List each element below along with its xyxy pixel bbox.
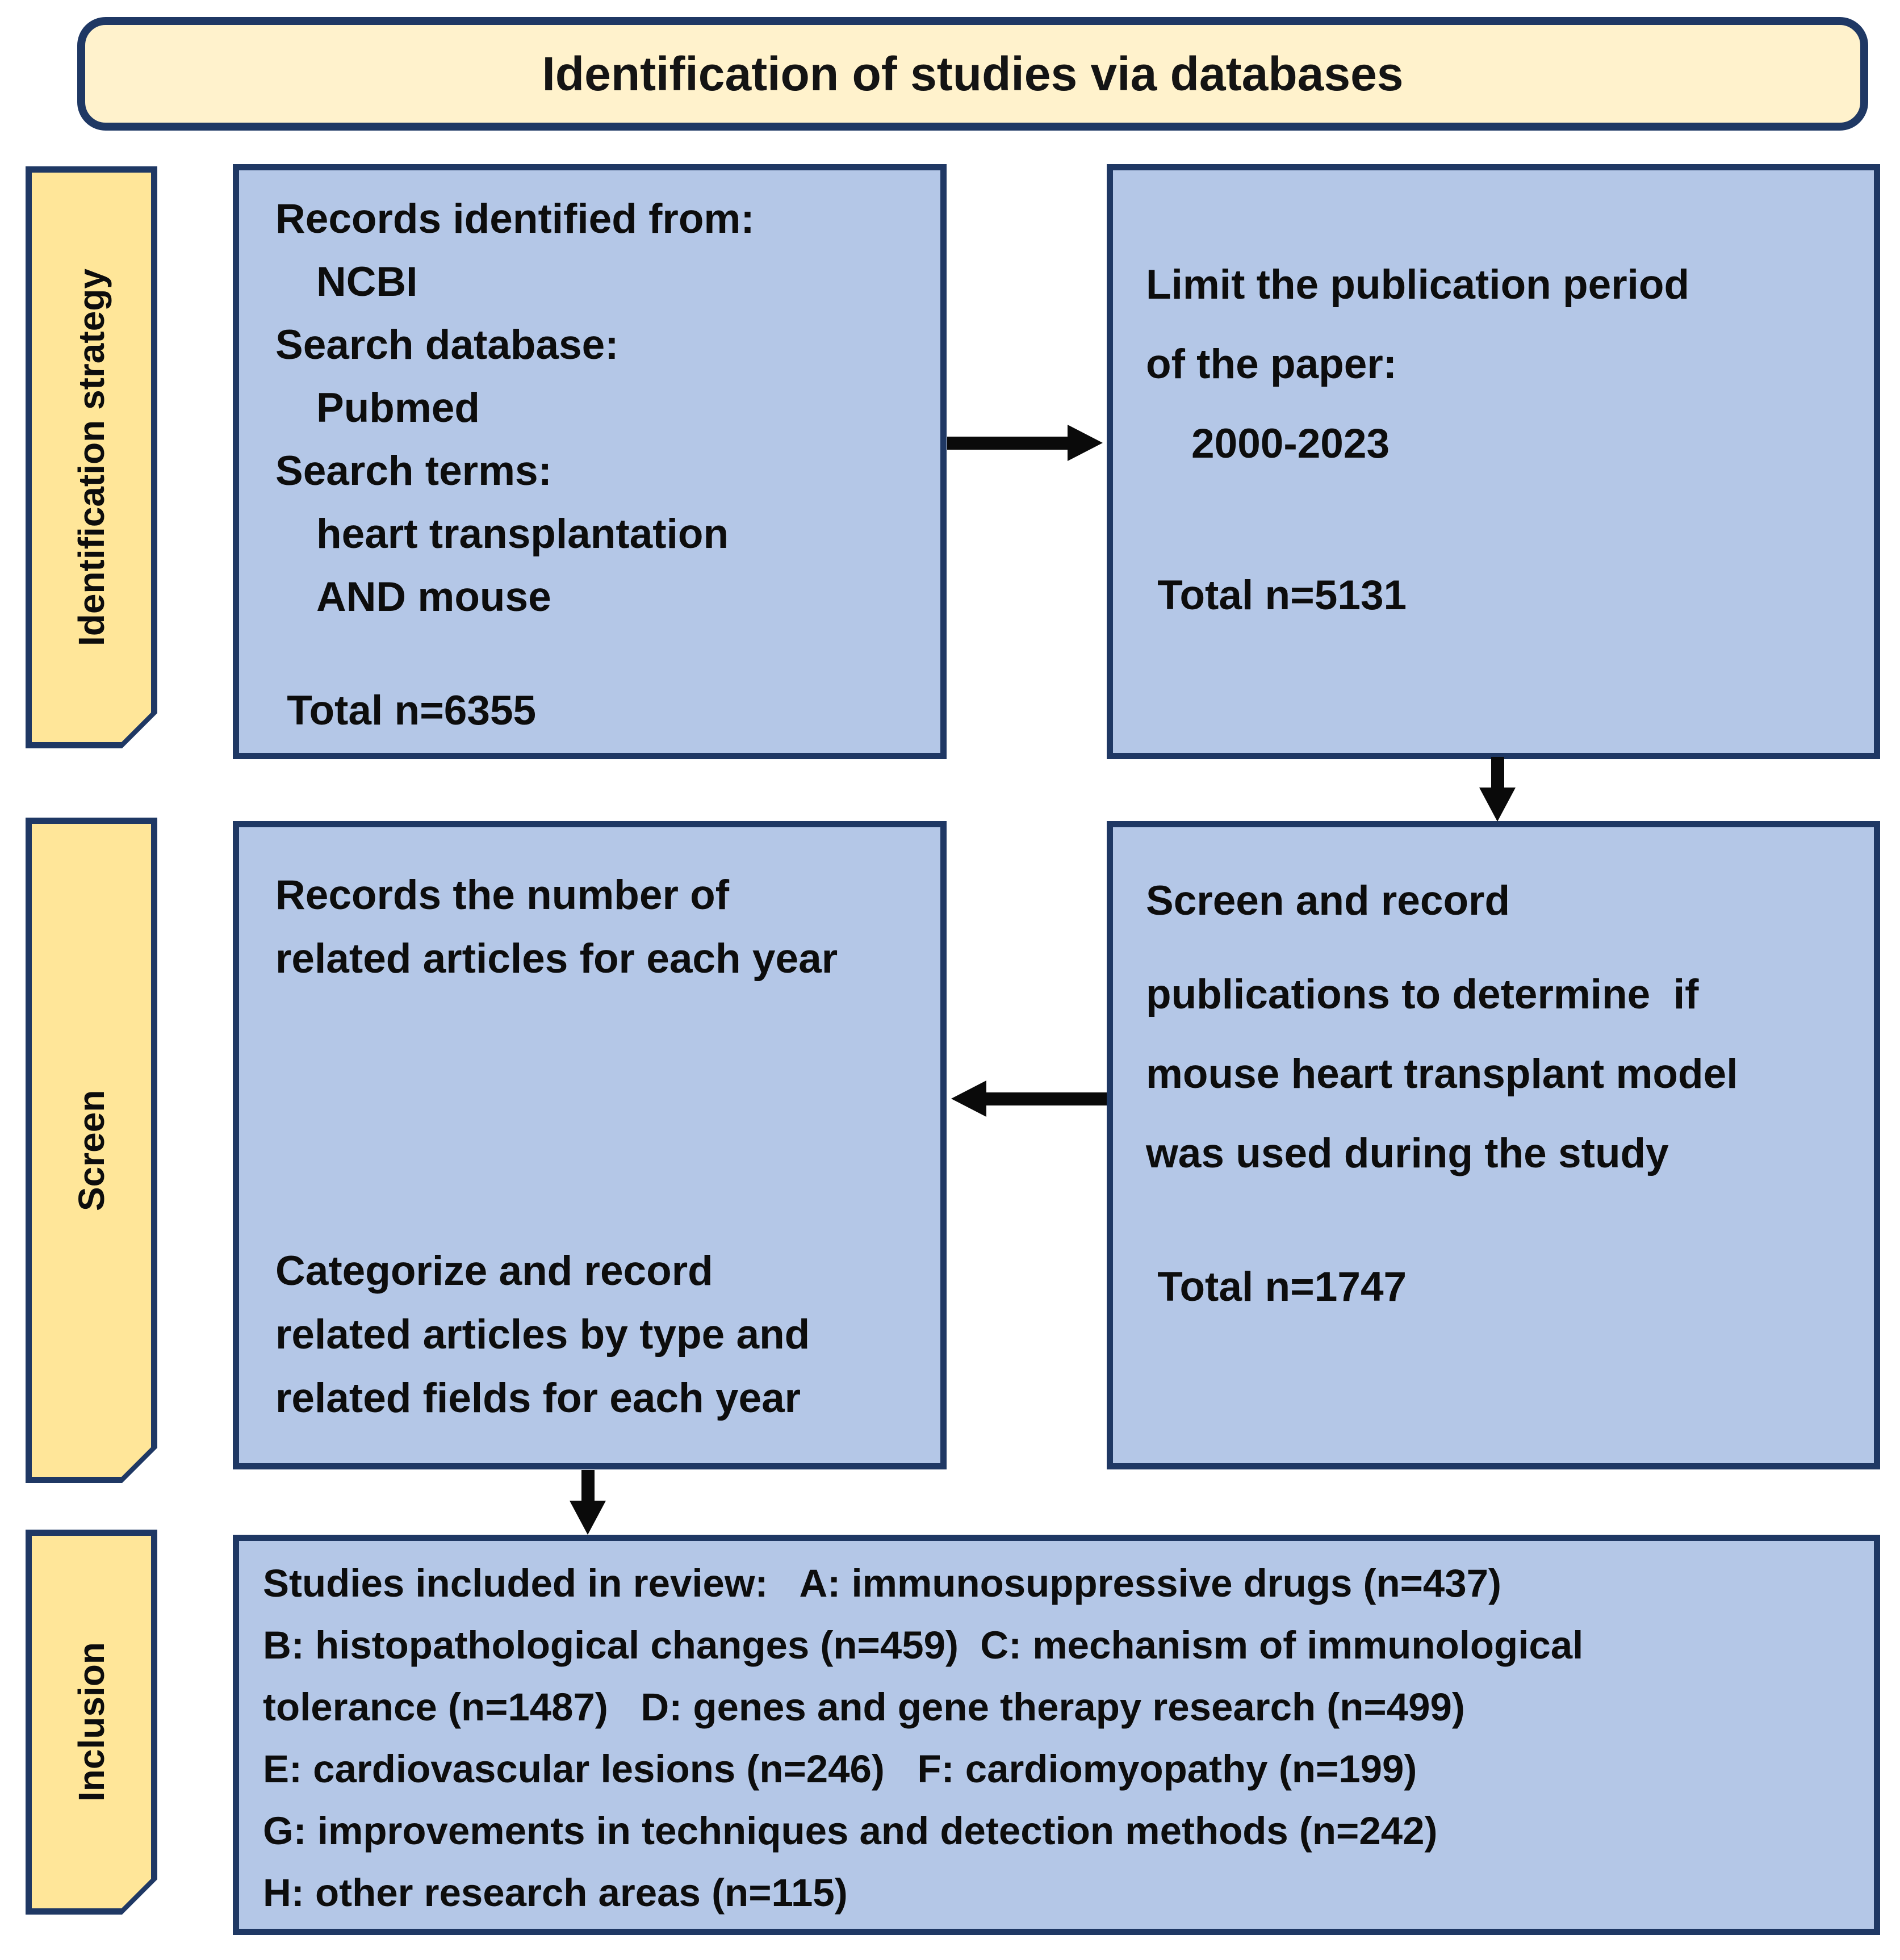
text-line: H: other research areas (n=115) (263, 1871, 848, 1915)
arrow-left-icon (951, 1080, 986, 1117)
box-screen-publications: Screen and record publications to determ… (1107, 821, 1880, 1469)
diagram-title: Identification of studies via databases (542, 47, 1404, 100)
text-line: of the paper: (1146, 341, 1397, 387)
text-line: Records the number of (275, 872, 730, 918)
text-line: related fields for each year (275, 1375, 801, 1421)
text-line: E: cardiovascular lesions (n=246) F: car… (263, 1747, 1417, 1791)
text-line: Categorize and record (275, 1248, 713, 1294)
text-line: publications to determine if (1146, 971, 1699, 1017)
title-box: Identification of studies via databases (77, 17, 1868, 131)
text-line: Studies included in review: A: immunosup… (263, 1561, 1502, 1605)
text-line: NCBI (316, 259, 418, 305)
total-count: Total n=1747 (1146, 1264, 1407, 1310)
arrow-right-icon (1068, 425, 1103, 461)
text-line: B: histopathological changes (n=459) C: … (263, 1623, 1584, 1667)
text-line: Pubmed (316, 385, 480, 431)
text-line: related articles by type and (275, 1312, 810, 1358)
stage-label-background (32, 173, 151, 742)
text-line: AND mouse (316, 574, 551, 620)
total-count: Total n=6355 (275, 688, 537, 734)
text-line: mouse heart transplant model (1146, 1051, 1738, 1097)
box-studies-included: Studies included in review: A: immunosup… (233, 1535, 1880, 1935)
text-line: tolerance (n=1487) D: genes and gene the… (263, 1685, 1465, 1729)
arrow-down-icon (1491, 757, 1504, 789)
text-line: G: improvements in techniques and detect… (263, 1809, 1438, 1853)
text-line: heart transplantation (316, 511, 729, 557)
text-line: Search database: (275, 322, 619, 368)
arrow-down-icon (1479, 788, 1516, 822)
stage-label-background (32, 1536, 151, 1908)
text-line: related articles for each year (275, 936, 838, 982)
stage-label-text: Screen (71, 1090, 112, 1211)
stage-label-identification-strategy: Identification strategy (26, 166, 157, 748)
spacer (275, 991, 932, 1239)
text-line: Limit the publication period (1146, 262, 1690, 308)
stage-label-text: Identification strategy (71, 269, 112, 646)
text-line: 2000-2023 (1191, 421, 1390, 467)
arrow-down-icon (570, 1501, 606, 1535)
box-limit-publication-period: Limit the publication period of the pape… (1107, 164, 1880, 759)
stage-label-screen: Screen (26, 818, 157, 1483)
box-records-identified: Records identified from: NCBI Search dat… (233, 164, 947, 759)
stage-label-text: Inclusion (71, 1642, 112, 1802)
arrow-down-icon (581, 1470, 595, 1502)
text-line: Records identified from: (275, 196, 755, 242)
text-line: was used during the study (1146, 1130, 1669, 1176)
text-line: Screen and record (1146, 878, 1510, 924)
stage-label-inclusion: Inclusion (26, 1530, 157, 1915)
arrow-right-icon (947, 437, 1069, 450)
box-record-yearly-articles: Records the number of related articles f… (233, 821, 947, 1469)
total-count: Total n=5131 (1146, 572, 1407, 618)
text-line: Search terms: (275, 448, 552, 494)
stage-label-background (32, 824, 151, 1477)
arrow-left-icon (986, 1092, 1107, 1105)
